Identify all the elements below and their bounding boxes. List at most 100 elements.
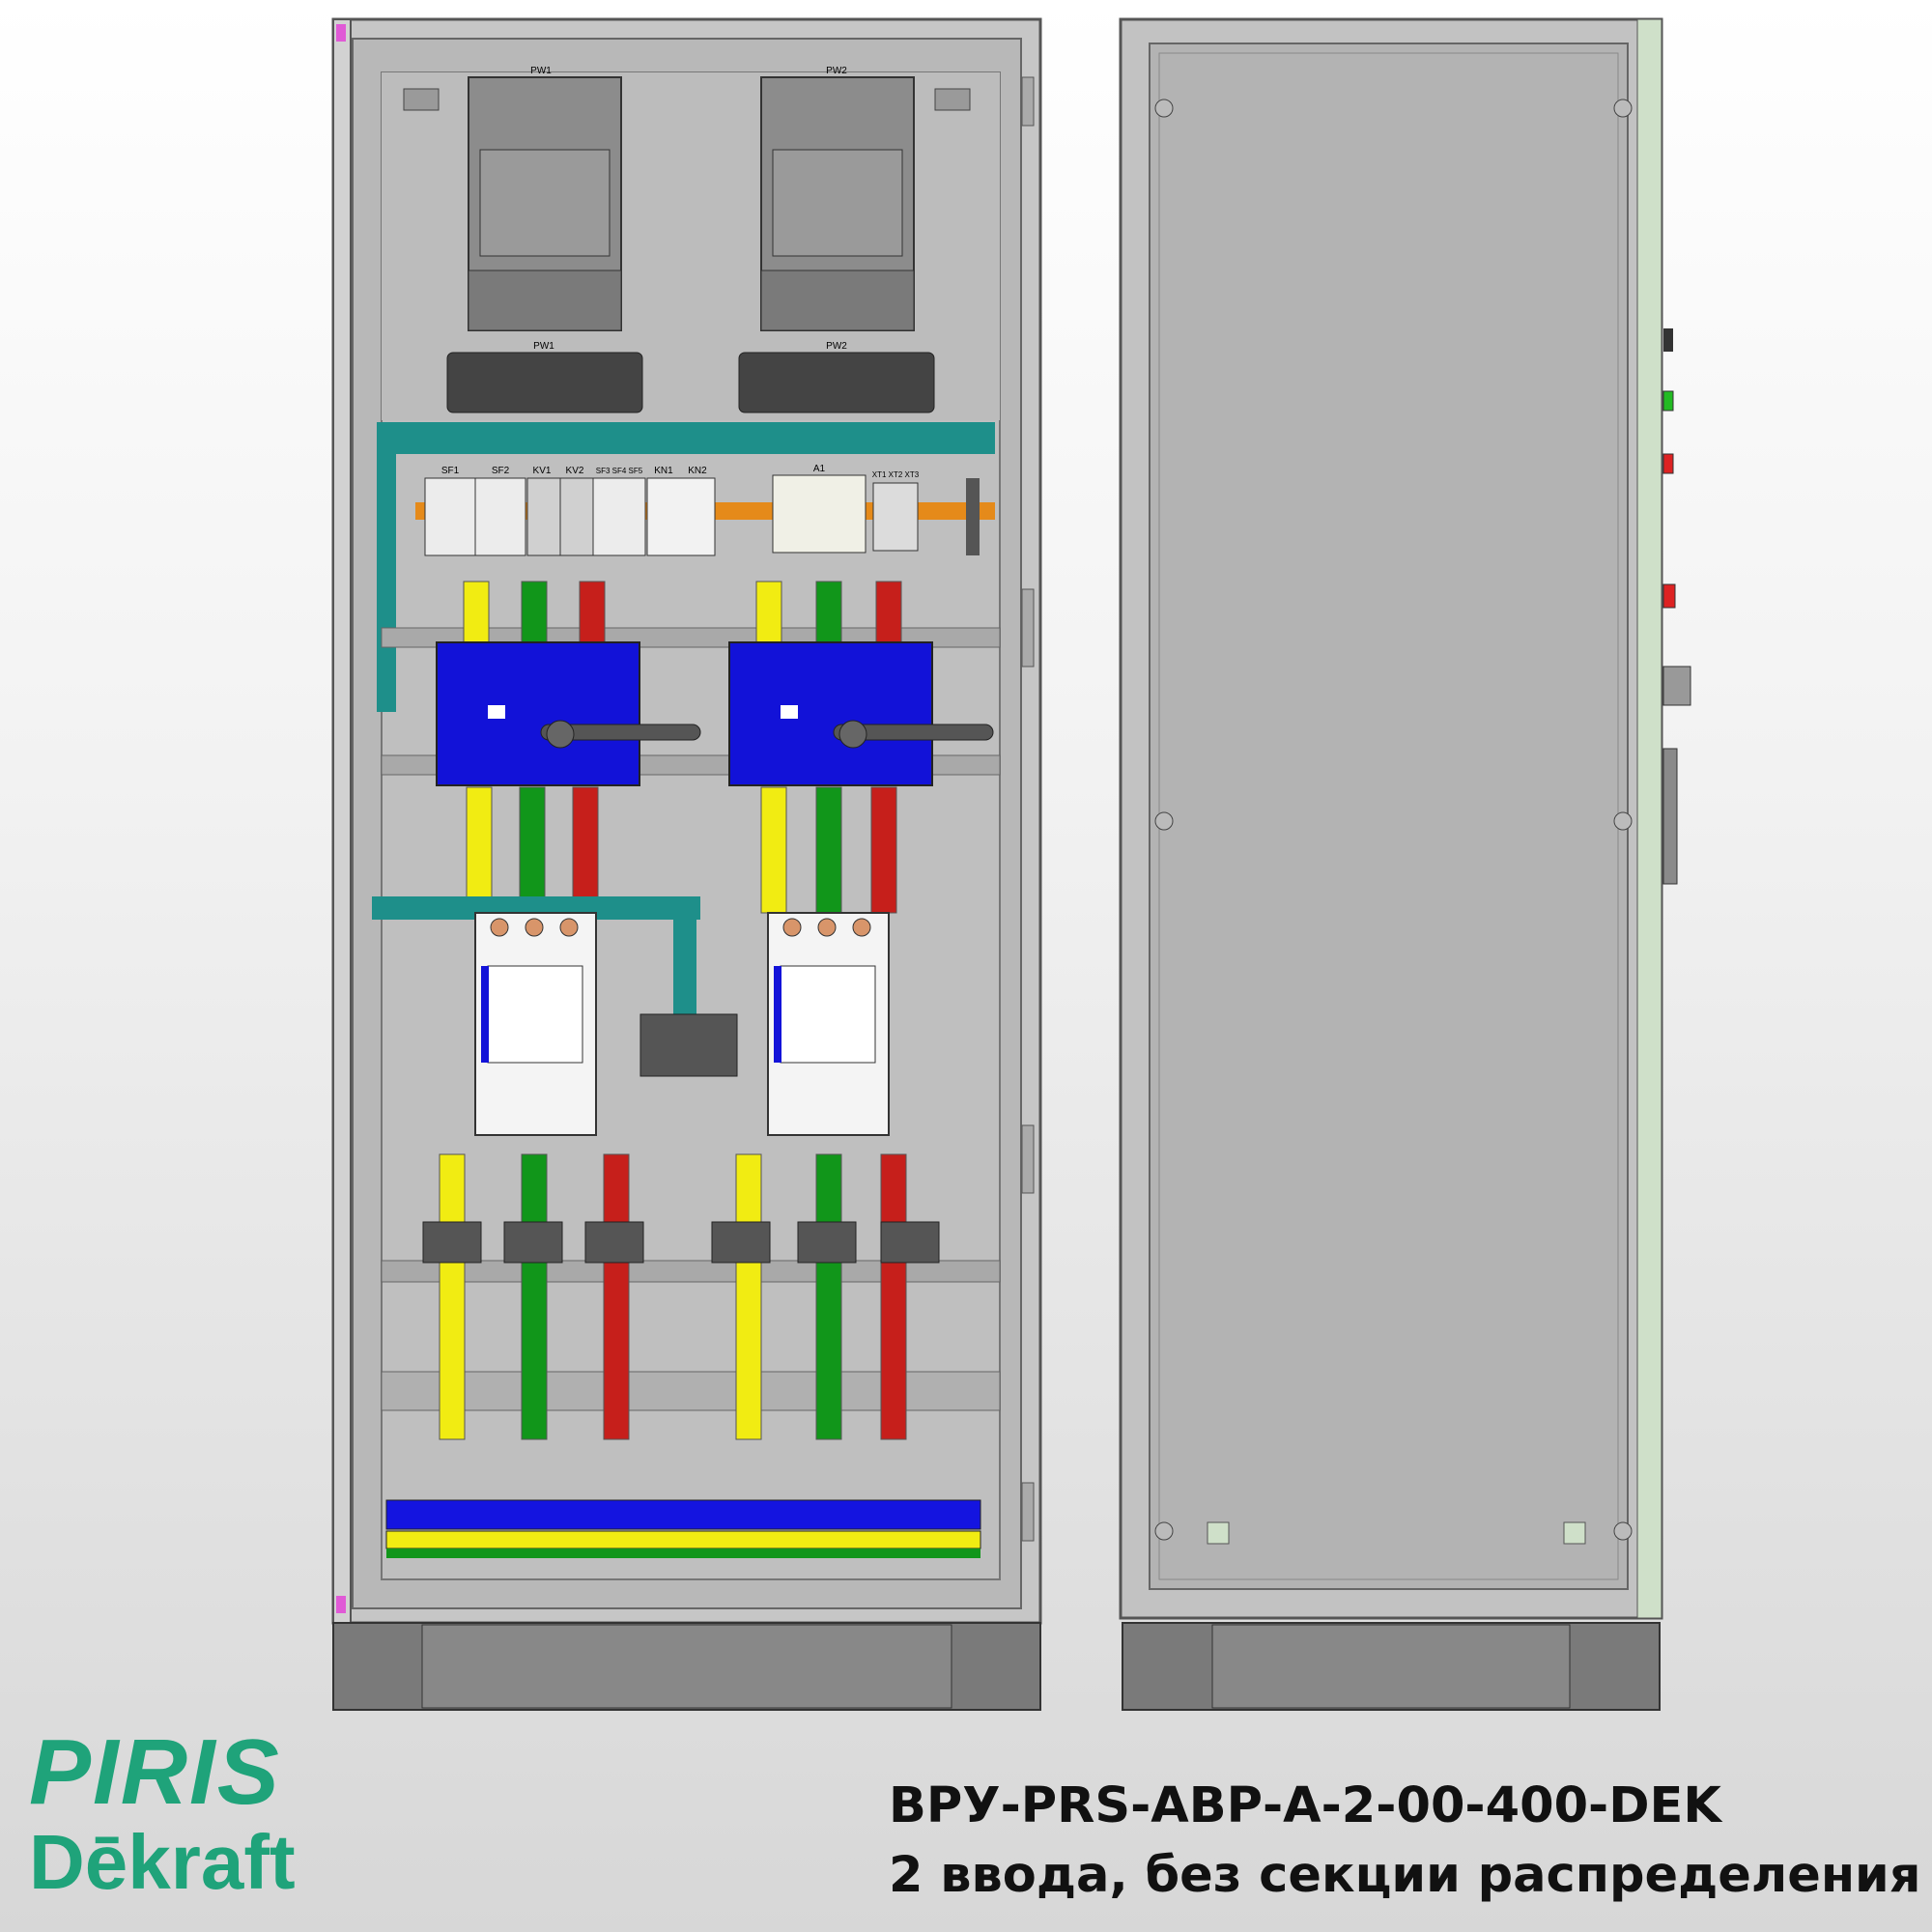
- door-vent-left: [1207, 1521, 1230, 1545]
- din-label-kv2: KV2: [566, 466, 584, 476]
- cable-duct-vertical: [377, 422, 396, 712]
- test-block-1-label: PW1: [533, 341, 554, 352]
- busbars-input-2: [735, 581, 907, 1440]
- din-label-kn2: KN2: [688, 466, 707, 476]
- device-sf1: [424, 477, 476, 556]
- indicator-lamp-red: [1662, 453, 1674, 474]
- busbars-input-1: [439, 581, 630, 1440]
- door-bolt-tr: [1613, 99, 1633, 118]
- product-description: 2 ввода, без секции распределения: [889, 1847, 1921, 1904]
- breaker-1-terminal-1: [490, 918, 509, 937]
- meter-compartment: PW1 PW2 PW1 PW2: [382, 66, 1000, 420]
- device-sf-group: [592, 477, 646, 556]
- ct-6: [880, 1221, 940, 1264]
- plinth-right-panel: [1211, 1624, 1571, 1709]
- busbar-l3-mid-2: [870, 786, 897, 914]
- busbar-l3-mid-1: [572, 786, 599, 914]
- device-a1-controller: [772, 474, 867, 554]
- busbar-l1-upper-1: [463, 581, 490, 650]
- meter-1-label: PW1: [530, 66, 552, 76]
- busbar-l3-low-2: [880, 1153, 907, 1440]
- switch-2-pivot: [838, 720, 867, 749]
- din-label-kn1: KN1: [654, 466, 673, 476]
- breaker-2-panel: [780, 965, 876, 1064]
- cabinet-closed-view: [1119, 17, 1691, 1711]
- ct-5: [797, 1221, 857, 1264]
- busbar-l2-low-2: [815, 1153, 842, 1440]
- rail-bottom: [381, 1371, 1001, 1411]
- busbar-l3-upper-2: [875, 581, 902, 650]
- latch-2: [1021, 588, 1035, 668]
- device-kn: [646, 477, 716, 556]
- door-panel: [1149, 43, 1629, 1590]
- meter-1-terminal: [468, 270, 622, 331]
- device-sf2: [474, 477, 526, 556]
- busbar-l1-low-1: [439, 1153, 466, 1440]
- breaker-1-terminal-3: [559, 918, 579, 937]
- test-block-2: [738, 352, 935, 413]
- din-rail-assembly: SF1 SF2 KV1 KV2 SF3 SF4 SF5 KN1 KN2 A1 X…: [415, 464, 995, 556]
- din-label-sf1: SF1: [441, 466, 460, 476]
- door-hinge-strip: [332, 18, 352, 1624]
- busbar-l1-upper-2: [755, 581, 782, 650]
- latch-3: [1021, 1124, 1035, 1194]
- control-terminal-strip: [639, 1013, 738, 1077]
- switch-1-handle: [540, 724, 701, 741]
- door-bolt-br: [1613, 1521, 1633, 1541]
- cable-duct-horizontal: [377, 422, 995, 454]
- ct-1: [422, 1221, 482, 1264]
- latch-1: [1021, 76, 1035, 127]
- door-vent-right: [1563, 1521, 1586, 1545]
- meter-1-window: [479, 149, 611, 257]
- breaker-2-terminal-3: [852, 918, 871, 937]
- busbar-l1-mid-1: [466, 786, 493, 914]
- bracket-left: [403, 88, 440, 111]
- busbar-l2-upper-1: [521, 581, 548, 650]
- neutral-bus: [385, 1499, 981, 1530]
- ct-3: [584, 1221, 644, 1264]
- door-handle: [1662, 748, 1678, 885]
- breaker-2-stripe: [774, 966, 781, 1063]
- switch-1-window: [488, 705, 505, 719]
- meter-2-label: PW2: [826, 66, 847, 76]
- emergency-button: [1662, 583, 1676, 609]
- switch-1-body: [436, 641, 640, 786]
- test-block-2-label: PW2: [826, 341, 847, 352]
- switch-disconnector-2: [728, 641, 994, 786]
- meter-2-window: [772, 149, 903, 257]
- device-terminal-block: [966, 478, 980, 555]
- ct-4: [711, 1221, 771, 1264]
- circuit-breaker-1: [474, 912, 597, 1136]
- door-bolt-mr: [1613, 811, 1633, 831]
- indicator-switch: [1663, 328, 1673, 352]
- bracket-right: [934, 88, 971, 111]
- busbar-l3-low-1: [603, 1153, 630, 1440]
- breaker-1-terminal-2: [525, 918, 544, 937]
- busbar-l1-mid-2: [760, 786, 787, 914]
- pe-bus: [385, 1530, 981, 1549]
- switch-1-pivot: [546, 720, 575, 749]
- din-label-a1: A1: [813, 464, 826, 474]
- din-label-group: SF3 SF4 SF5: [596, 467, 643, 475]
- busbar-l2-mid-2: [815, 786, 842, 914]
- breaker-2-terminal-1: [782, 918, 802, 937]
- busbar-l1-low-2: [735, 1153, 762, 1440]
- brand-logo-dekraft: Dēkraft: [29, 1819, 296, 1905]
- current-transformers: [422, 1221, 940, 1264]
- test-block-1: [446, 352, 643, 413]
- device-kv1: [526, 477, 561, 556]
- brand-logo-piris: PIRIS: [29, 1720, 281, 1824]
- device-terminals: [872, 482, 919, 552]
- switch-2-handle: [833, 724, 994, 741]
- busbar-l2-mid-1: [519, 786, 546, 914]
- latch-4: [1021, 1482, 1035, 1542]
- din-label-sf2: SF2: [492, 466, 510, 476]
- meter-2-terminal: [760, 270, 915, 331]
- ct-2: [503, 1221, 563, 1264]
- breaker-1-panel: [487, 965, 583, 1064]
- din-label-kv1: KV1: [533, 466, 552, 476]
- indicator-lamp-green: [1662, 390, 1674, 412]
- busbar-l2-low-1: [521, 1153, 548, 1440]
- door-bolt-bl: [1154, 1521, 1174, 1541]
